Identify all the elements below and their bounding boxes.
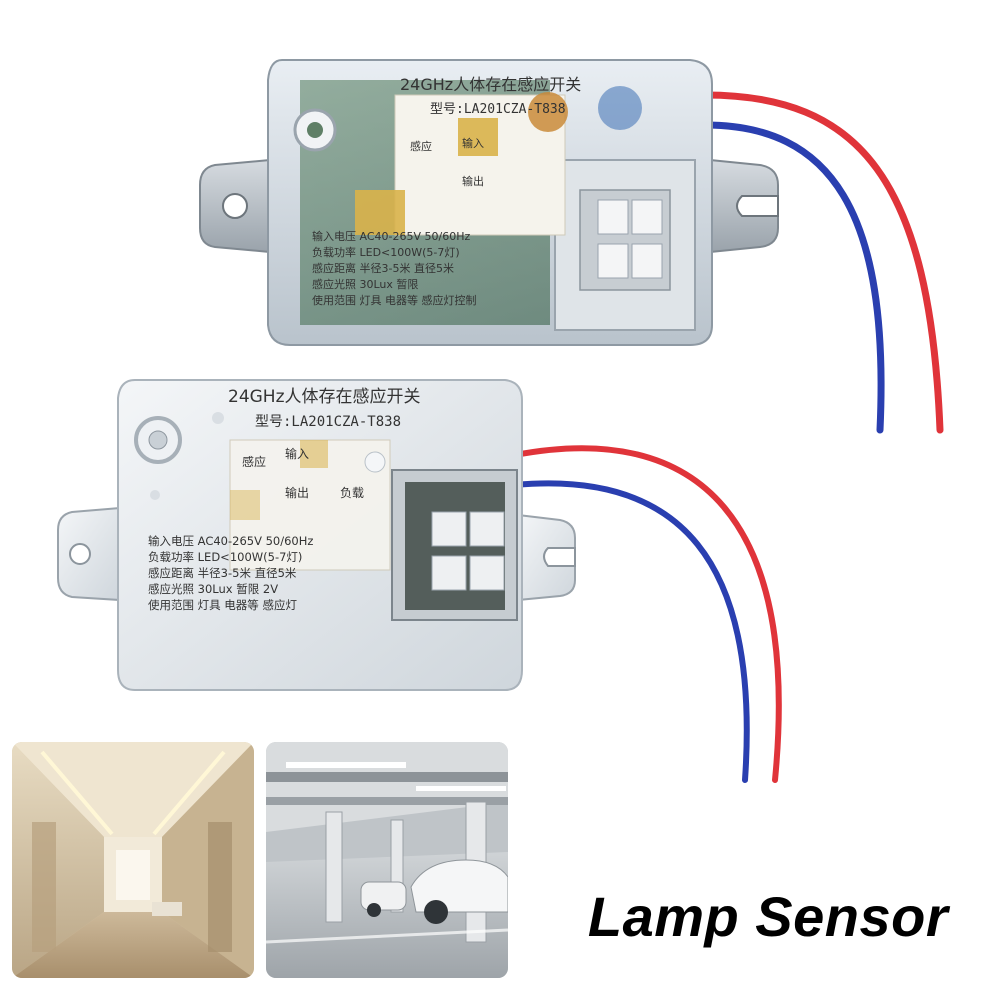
top-unit-spec-input: 输入电压 AC40-265V 50/60Hz bbox=[312, 229, 470, 243]
bottom-unit-spec-use: 使用范围 灯具 电器等 感应灯 bbox=[148, 598, 297, 612]
product-caption: Lamp Sensor bbox=[587, 884, 949, 948]
top-blue-wire bbox=[701, 121, 885, 434]
bottom-unit-spec-light: 感应光照 30Lux 暂限 2V bbox=[148, 582, 278, 596]
top-unit-model: 型号:LA201CZA-T838 bbox=[430, 102, 566, 117]
bottom-unit-spec-input: 输入电压 AC40-265V 50/60Hz bbox=[148, 534, 313, 548]
product-scene: 24GHz人体存在感应开关 型号:LA201CZA-T838 感应 输入 输出 … bbox=[57, 59, 944, 783]
bottom-unit-label-out: 输出 bbox=[285, 485, 309, 500]
top-unit-use: 使用范围 灯具 电器等 感应灯控制 bbox=[312, 293, 477, 307]
top-unit-spec-load: 负载功率 LED<100W(5-7灯) bbox=[312, 245, 460, 259]
bottom-unit-model: 型号:LA201CZA-T838 bbox=[255, 414, 401, 430]
top-unit-range: 感应距离 半径3-5米 直径5米 bbox=[312, 261, 454, 275]
bottom-unit-label-sense: 感应 bbox=[242, 454, 266, 469]
bottom-red-wire bbox=[512, 445, 782, 783]
top-unit-light: 感应光照 30Lux 暂限 bbox=[312, 277, 418, 291]
bottom-sensor-unit: 24GHz人体存在感应开关 型号:LA201CZA-T838 感应 输入 输出 … bbox=[57, 379, 782, 783]
top-unit-title: 24GHz人体存在感应开关 bbox=[400, 75, 581, 94]
top-red-wire bbox=[701, 91, 944, 434]
top-unit-label-in: 输入 bbox=[462, 136, 484, 150]
corridor-photo bbox=[12, 742, 254, 978]
bottom-unit-label-in: 输入 bbox=[285, 446, 309, 461]
bottom-unit-spec-range: 感应距离 半径3-5米 直径5米 bbox=[148, 566, 297, 580]
parking-garage-photo bbox=[266, 742, 508, 978]
bottom-blue-wire bbox=[512, 480, 750, 783]
bottom-unit-spec-load: 负载功率 LED<100W(5-7灯) bbox=[148, 550, 302, 564]
top-unit-label-sense: 感应 bbox=[410, 139, 432, 153]
bottom-unit-label-load: 负载 bbox=[340, 486, 364, 500]
bottom-unit-title: 24GHz人体存在感应开关 bbox=[228, 387, 421, 407]
top-sensor-unit: 24GHz人体存在感应开关 型号:LA201CZA-T838 感应 输入 输出 … bbox=[199, 59, 944, 434]
top-unit-label-out: 输出 bbox=[462, 174, 484, 188]
